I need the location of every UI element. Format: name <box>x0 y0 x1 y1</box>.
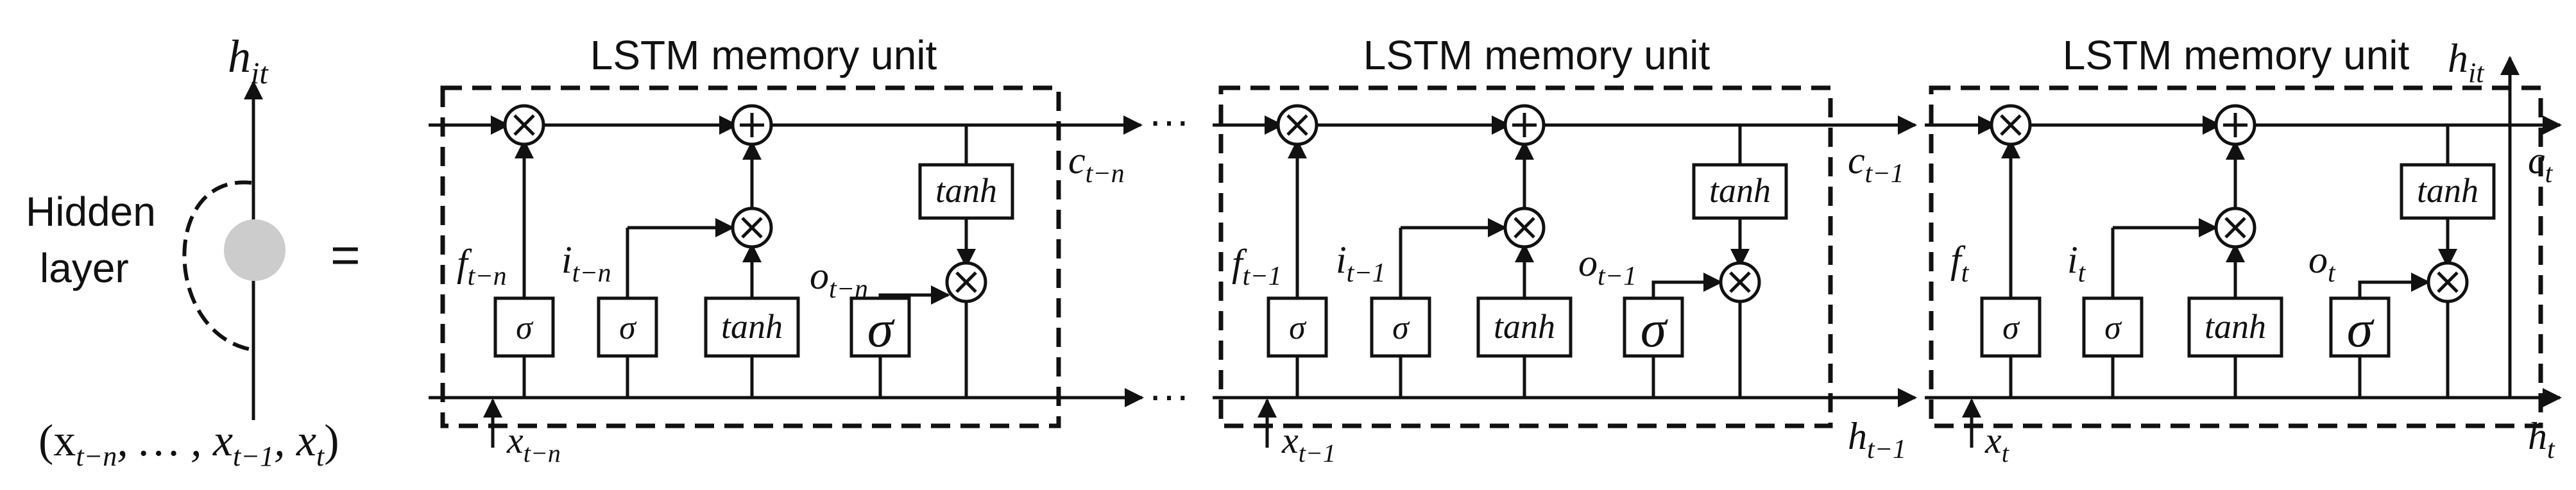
output-sigma-box <box>1623 296 1684 358</box>
x-label: xt <box>1984 419 2009 468</box>
unit-title: LSTM memory unit <box>1363 32 1710 78</box>
candidate-tanh-box <box>1476 296 1573 358</box>
cell-tanh-box <box>918 163 1014 220</box>
f-label: ft−n <box>457 242 507 291</box>
folded-hidden-layer: hit Hidden layer = (xt−n, … , xt−1, xt) <box>26 31 361 472</box>
x-label: xt−n <box>506 419 561 468</box>
i-label: it−1 <box>1336 239 1386 288</box>
svg-text:σ: σ <box>2002 310 2020 346</box>
svg-text:σ: σ <box>516 310 534 346</box>
svg-text:σ: σ <box>2104 310 2122 346</box>
svg-text:σ: σ <box>1641 300 1669 358</box>
o-gate-line <box>2358 273 2430 398</box>
lstm-unit-t: LSTM memory unit hit xt σ σ tanh σ tanh <box>1925 32 2562 468</box>
svg-text:tanh: tanh <box>2417 171 2478 210</box>
x-label: xt−1 <box>1281 419 1336 468</box>
svg-text:tanh: tanh <box>2205 307 2266 346</box>
svg-text:σ: σ <box>2347 300 2375 358</box>
lstm-unit-t-1: LSTM memory unit xt−1 σ σ tanh σ tanh <box>1213 32 1917 468</box>
svg-text:σ: σ <box>619 310 637 346</box>
input-sigma-box <box>2082 296 2144 358</box>
o-label: ot <box>2308 239 2336 288</box>
hit-label: hit <box>2448 35 2485 89</box>
hidden-label-line1: Hidden <box>26 189 156 235</box>
f-label: ft−1 <box>1232 242 1282 291</box>
svg-text:tanh: tanh <box>935 171 997 210</box>
unit-title: LSTM memory unit <box>2063 32 2410 78</box>
output-sigma-box <box>849 296 911 358</box>
hidden-node <box>224 219 286 281</box>
c-label: ct−n <box>1068 139 1125 189</box>
svg-text:tanh: tanh <box>721 307 783 346</box>
output-sigma-box <box>2329 296 2391 358</box>
svg-text:tanh: tanh <box>1494 307 1555 346</box>
forget-sigma-box <box>1980 296 2042 358</box>
o-gate-line <box>1651 273 1723 398</box>
candidate-tanh-box <box>704 296 800 358</box>
recurrent-loop <box>182 180 252 351</box>
svg-text:σ: σ <box>1289 310 1307 346</box>
forget-sigma-box <box>493 296 555 358</box>
cell-tanh-box <box>2400 163 2496 220</box>
lstm-unit-t-n: LSTM memory unit ··· ··· xt−n σ σ tanh σ… <box>429 32 1190 468</box>
c-label: ct <box>2528 139 2554 189</box>
o-gate-line <box>878 285 950 398</box>
svg-text:σ: σ <box>1392 310 1410 346</box>
unit-boundary <box>1218 85 1833 428</box>
h-label: ht−1 <box>1848 415 1906 464</box>
unit-boundary <box>1929 85 2543 428</box>
o-label: ot−1 <box>1578 242 1637 291</box>
input-sigma-box <box>1370 296 1431 358</box>
hidden-output-label: hit <box>228 31 269 90</box>
c-label: ct−1 <box>1848 139 1904 189</box>
input-sigma-box <box>597 296 658 358</box>
equals-sign: = <box>330 226 361 283</box>
cell-tanh-box <box>1692 163 1788 220</box>
unit-title: LSTM memory unit <box>590 32 937 78</box>
candidate-tanh-box <box>2187 296 2283 358</box>
connector-dots-hidden: ··· <box>1148 372 1190 418</box>
hidden-label-line2: layer <box>40 245 129 291</box>
svg-text:tanh: tanh <box>1709 171 1771 210</box>
forget-sigma-box <box>1267 296 1328 358</box>
connector-dots: ··· <box>1148 97 1190 144</box>
f-label: ft <box>1950 239 1970 288</box>
unit-boundary <box>440 85 1061 428</box>
svg-text:σ: σ <box>867 300 896 358</box>
input-sequence-label: (xt−n, … , xt−1, xt) <box>38 416 339 472</box>
o-label: ot−n <box>810 255 868 304</box>
i-label: it−n <box>561 239 611 288</box>
h-label: ht <box>2528 415 2555 464</box>
i-label: it <box>2067 239 2086 288</box>
